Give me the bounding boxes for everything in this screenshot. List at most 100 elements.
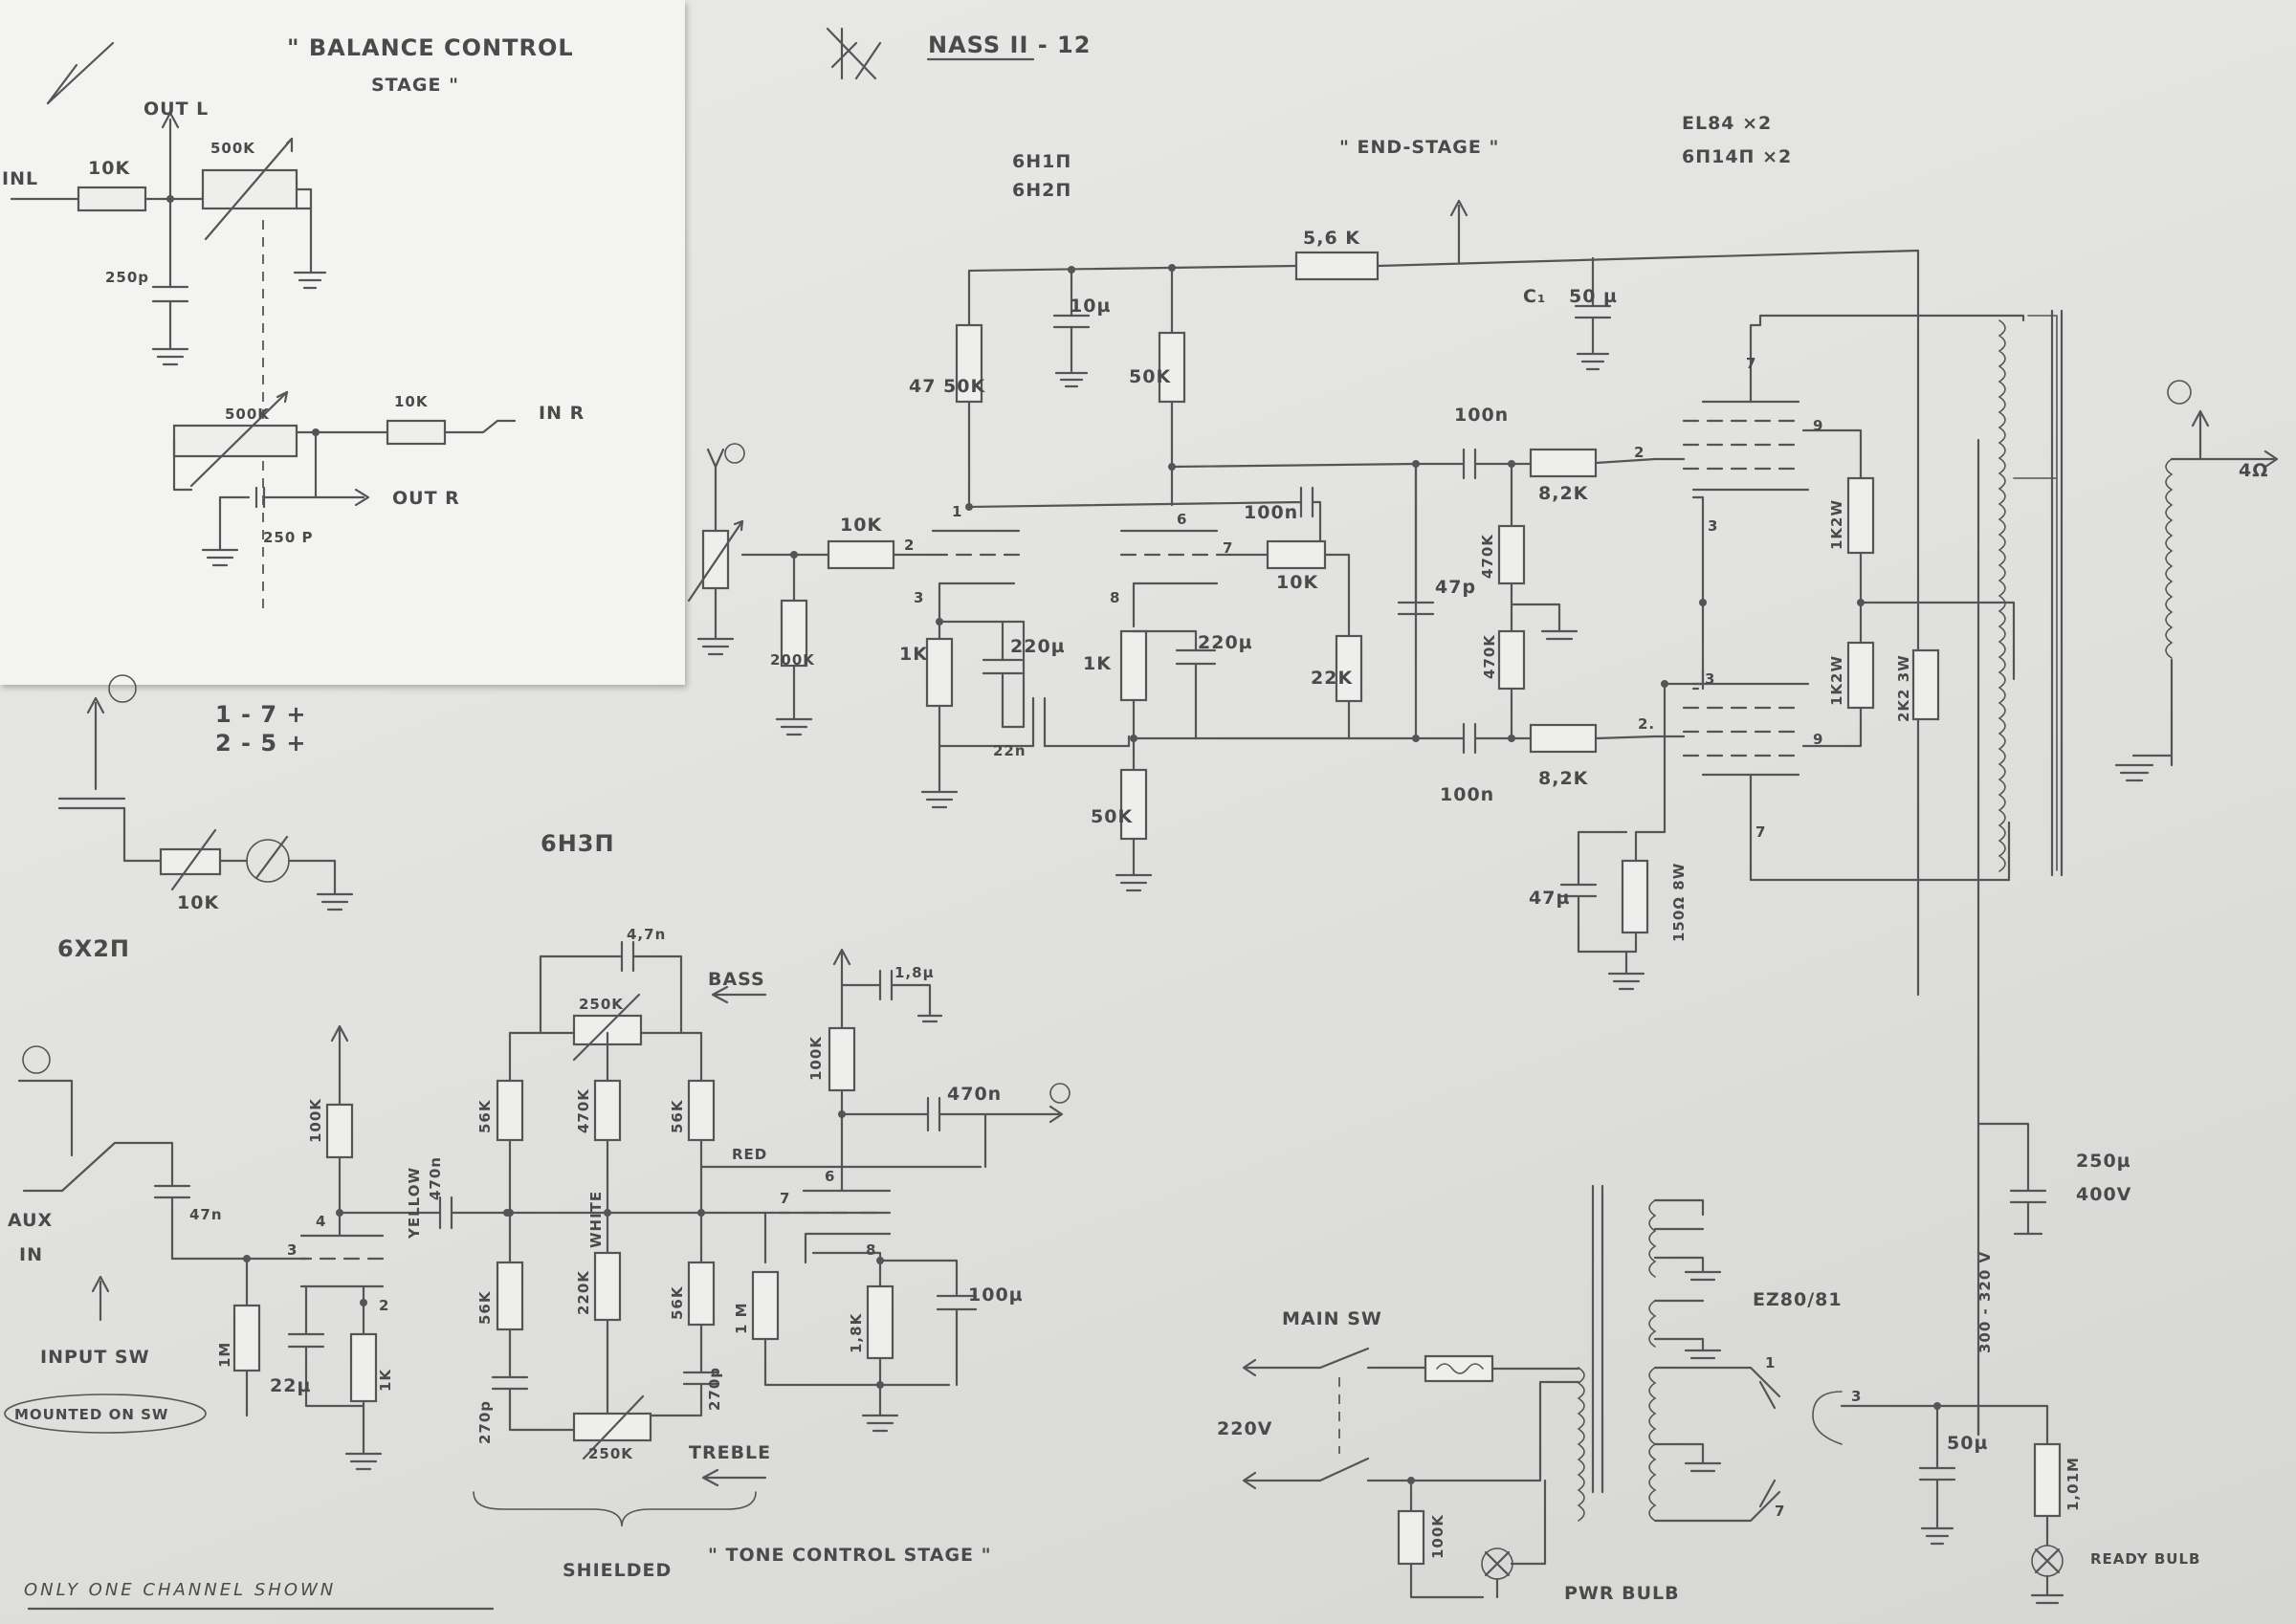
pin-7-label: 7 (1223, 539, 1233, 557)
r-470k-b-label: 470K (1481, 634, 1498, 679)
pin-t3-label: 3 (1708, 517, 1718, 535)
in-right-label: IN R (539, 403, 585, 424)
r-220k-label: 220K (575, 1270, 592, 1315)
out-right-label: OUT R (392, 488, 460, 509)
c-feedback-label: 100n (1244, 502, 1298, 523)
r-right-label: 10K (394, 393, 429, 410)
only-one-channel-note: ONLY ONE CHANNEL SHOWN (24, 1580, 336, 1600)
cap-left-label: 250p (105, 269, 149, 286)
rect-pin-7-label: 7 (1775, 1503, 1785, 1520)
r-g2-bot-label: 1K2W (1828, 655, 1845, 706)
input-switch-label: INPUT SW (40, 1347, 150, 1368)
marker-vu (108, 674, 137, 703)
r-1-8k-label: 1,8K (848, 1312, 865, 1353)
logo-mark (826, 27, 882, 80)
r-input-label: 10K (840, 515, 882, 536)
r-plate-a-label: 47 50K (909, 376, 985, 397)
r-plate-b-label: 50K (1129, 366, 1171, 387)
pin-t9-label: 9 (1813, 417, 1823, 434)
output-stage: 100n 100n 8,2K 8,2K 470K 470K 1K2W 1K2W … (1414, 309, 2279, 1437)
c-cathode-a-label: 220µ (1010, 636, 1066, 657)
in-left-label: INL (2, 168, 38, 189)
r-1meg-label: 1M (216, 1342, 233, 1368)
pin-8-label: 8 (1110, 589, 1120, 606)
r-tail-label: 50K (1091, 806, 1133, 827)
driver-tubes-line2: 6H2П (1012, 180, 1071, 201)
ready-bulb-label: READY BULB (2090, 1550, 2200, 1568)
yellow-wire-label: YELLOW (406, 1167, 423, 1240)
power-supply: MAIN SW 220V 100K PWR BULB EZ80/81 1 7 3… (1217, 1122, 2200, 1605)
driver-stage: 47 50K 50K 10µ 5,6 K C₁ 50 µ 10K 200K 1K… (687, 199, 1920, 997)
pin-b7-label: 7 (1755, 823, 1766, 841)
pin-b9-label: 9 (1813, 731, 1823, 748)
c-reservoir-voltage-label: 400V (2076, 1184, 2131, 1205)
r-56k-d-label: 56K (669, 1285, 686, 1320)
pin-1-label: 1 (952, 503, 962, 520)
treble-label: TREBLE (689, 1442, 771, 1463)
b-plus-label: 300 - 320 V (1976, 1251, 1994, 1353)
pin-t2-label: 2 (1634, 444, 1645, 461)
tone-control-stage: 6H3П YELLOW 470n (406, 830, 1071, 1581)
header: NASS II - 12 6H1П 6H2П " END-STAGE " EL8… (826, 27, 1792, 201)
output-tubes-line2: 6П14П ×2 (1682, 146, 1792, 167)
c-470n-in-label: 470n (427, 1156, 444, 1200)
aux-label-line1: AUX (8, 1210, 53, 1231)
c-bass-label: 4,7n (627, 926, 666, 943)
mains-voltage-label: 220V (1217, 1418, 1272, 1439)
main-switch-label: MAIN SW (1282, 1308, 1382, 1329)
r-bleeder-label: 1,01M (2064, 1457, 2082, 1511)
shielded-label: SHIELDED (563, 1560, 672, 1581)
r-100k-label: 100K (807, 1036, 825, 1081)
pin-6-label: 6 (1177, 511, 1187, 528)
tone-pin-8-label: 8 (866, 1241, 876, 1259)
c-22u-label: 22µ (270, 1375, 311, 1396)
r-56k-b-label: 56K (669, 1099, 686, 1133)
tone-stage-label: " TONE CONTROL STAGE " (708, 1545, 992, 1566)
driver-tubes-line1: 6H1П (1012, 151, 1071, 172)
balance-title-line2: STAGE " (371, 75, 459, 96)
aux-label-line2: IN (19, 1244, 43, 1265)
r-lamp-label: 100K (1429, 1514, 1446, 1559)
bass-label: BASS (708, 969, 765, 990)
r-cathode-a-label: 1K (899, 644, 928, 665)
rect-pin-3-label: 3 (1851, 1388, 1862, 1405)
end-stage-label: " END-STAGE " (1339, 137, 1499, 158)
r-grid-bot-label: 8,2K (1538, 768, 1589, 789)
c-decouple-label: 10µ (1070, 296, 1111, 317)
project-title: NASS II - 12 (928, 32, 1091, 58)
svg-text:" BALANCE CONTROL: " BALANCE CONTROL (287, 34, 574, 61)
c-470n-out-label: 470n (947, 1084, 1002, 1105)
r-22k-label: 22K (1311, 668, 1353, 689)
r-2k2-label: 2K2 3W (1895, 654, 1912, 722)
r-56k-a-label: 56K (476, 1099, 494, 1133)
r-56k-c-label: 56K (476, 1290, 494, 1325)
pot-bass-label: 250K (579, 996, 624, 1013)
pot-left-label: 500K (210, 140, 255, 157)
r-cathode-b-label: 1K (1083, 653, 1112, 674)
input-pin-3-label: 3 (287, 1241, 298, 1259)
input-stage: AUX IN INPUT SW MOUNTED ON SW 47n 22µ 1M… (4, 1024, 509, 1471)
input-pin-4-label: 4 (316, 1213, 326, 1230)
r-plate-in-label: 100K (307, 1098, 324, 1143)
tone-pin-6-label: 6 (825, 1168, 835, 1185)
r-grid-top-label: 8,2K (1538, 483, 1589, 504)
vu-indicator-stage: 1 - 7 + 2 - 5 + 10K 6X2П (57, 674, 354, 962)
input-switch-mount-label: MOUNTED ON SW (14, 1406, 168, 1423)
rect-pin-1-label: 1 (1765, 1354, 1776, 1372)
c-47n-label: 47n (189, 1206, 223, 1223)
pwr-bulb-label: PWR BULB (1564, 1583, 1680, 1604)
out-left-label: OUT L (144, 99, 209, 120)
pin-t7-label: 7 (1746, 355, 1756, 372)
r-supply-label: 5,6 K (1303, 228, 1360, 249)
pin-3-label: 3 (914, 589, 924, 606)
footer-note: ONLY ONE CHANNEL SHOWN (24, 1580, 495, 1611)
marker-2-input (22, 1045, 51, 1074)
r-g2-top-label: 1K2W (1828, 499, 1845, 550)
output-tubes-line1: EL84 ×2 (1682, 113, 1772, 134)
c-270p-a-label: 270p (476, 1400, 494, 1444)
c-cathode-b-label: 220µ (1198, 632, 1253, 653)
rectifier-label: EZ80/81 (1753, 1289, 1843, 1310)
pot-right-label: 500K (225, 406, 270, 423)
